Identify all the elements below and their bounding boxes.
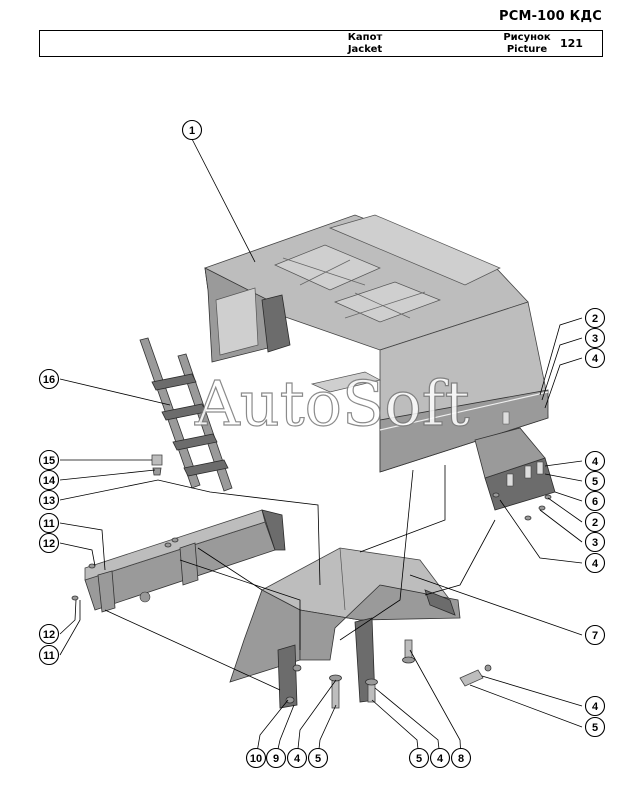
svg-text:4: 4 xyxy=(437,753,444,765)
callout-12-upper: 12 xyxy=(38,532,60,554)
svg-text:4: 4 xyxy=(592,353,599,365)
watermark-text: AutoSoft xyxy=(194,367,470,440)
callout-5-bottom-right: 5 xyxy=(408,747,430,769)
callout-16: 16 xyxy=(38,368,60,390)
callout-4-bracket: 4 xyxy=(584,450,606,472)
callout-4-right: 4 xyxy=(584,695,606,717)
svg-text:2: 2 xyxy=(592,517,598,529)
callout-2-lower: 2 xyxy=(584,511,606,533)
svg-text:5: 5 xyxy=(592,476,598,488)
callout-11-upper: 11 xyxy=(38,512,60,534)
svg-text:1: 1 xyxy=(189,125,195,137)
svg-text:15: 15 xyxy=(43,455,55,467)
hood-cab-part xyxy=(204,214,556,511)
callout-2-upper: 2 xyxy=(584,307,606,329)
frame-beam-part xyxy=(84,509,286,613)
callout-4-mid: 4 xyxy=(584,552,606,574)
document-code: РСМ-100 КДС xyxy=(498,9,602,24)
svg-text:4: 4 xyxy=(592,701,599,713)
picture-number: 121 xyxy=(560,37,583,50)
callout-13: 13 xyxy=(38,489,60,511)
svg-text:11: 11 xyxy=(43,518,55,530)
callout-group: 1 2 3 4 16 4 5 6 15 14 13 2 11 3 12 4 7 … xyxy=(38,119,606,769)
svg-text:10: 10 xyxy=(250,753,262,765)
svg-text:3: 3 xyxy=(592,537,598,549)
header-box: Капот Jacket Рисунок Picture 121 xyxy=(39,30,603,57)
svg-text:4: 4 xyxy=(592,456,599,468)
svg-text:9: 9 xyxy=(273,753,279,765)
title-english: Jacket xyxy=(347,44,383,55)
svg-text:8: 8 xyxy=(458,753,464,765)
callout-5-bracket: 5 xyxy=(584,470,606,492)
callout-5-bottom-left: 5 xyxy=(307,747,329,769)
callout-4-bottom-left: 4 xyxy=(286,747,308,769)
svg-text:13: 13 xyxy=(43,495,55,507)
svg-text:11: 11 xyxy=(43,650,55,662)
svg-text:7: 7 xyxy=(592,630,598,642)
svg-text:5: 5 xyxy=(416,753,422,765)
svg-text:3: 3 xyxy=(592,333,598,345)
callout-1: 1 xyxy=(181,119,203,141)
callout-10: 10 xyxy=(245,747,267,769)
svg-text:2: 2 xyxy=(592,313,598,325)
callout-4-upper: 4 xyxy=(584,347,606,369)
svg-text:16: 16 xyxy=(43,374,55,386)
callout-9: 9 xyxy=(265,747,287,769)
callout-3-upper: 3 xyxy=(584,327,606,349)
callout-12-lower: 12 xyxy=(38,623,60,645)
svg-text:12: 12 xyxy=(43,538,55,550)
svg-text:4: 4 xyxy=(592,558,599,570)
svg-text:12: 12 xyxy=(43,629,55,641)
fasteners xyxy=(71,492,552,709)
title-russian: Капот xyxy=(347,32,383,43)
callout-6: 6 xyxy=(584,490,606,512)
callout-5-right: 5 xyxy=(584,716,606,738)
svg-text:5: 5 xyxy=(592,722,598,734)
callout-15: 15 xyxy=(38,449,60,471)
callout-11-lower: 11 xyxy=(38,644,60,666)
callout-7: 7 xyxy=(584,624,606,646)
fender-part xyxy=(229,547,461,709)
svg-text:14: 14 xyxy=(43,475,56,487)
callout-4-bottom-right: 4 xyxy=(429,747,451,769)
svg-text:5: 5 xyxy=(315,753,321,765)
ladder-part xyxy=(139,337,233,492)
picture-label-english: Picture xyxy=(506,44,548,55)
picture-label-russian: Рисунок xyxy=(503,32,551,43)
svg-text:6: 6 xyxy=(592,496,598,508)
callout-8: 8 xyxy=(450,747,472,769)
callout-3-lower: 3 xyxy=(584,531,606,553)
callout-14: 14 xyxy=(38,469,60,491)
svg-text:4: 4 xyxy=(294,753,301,765)
